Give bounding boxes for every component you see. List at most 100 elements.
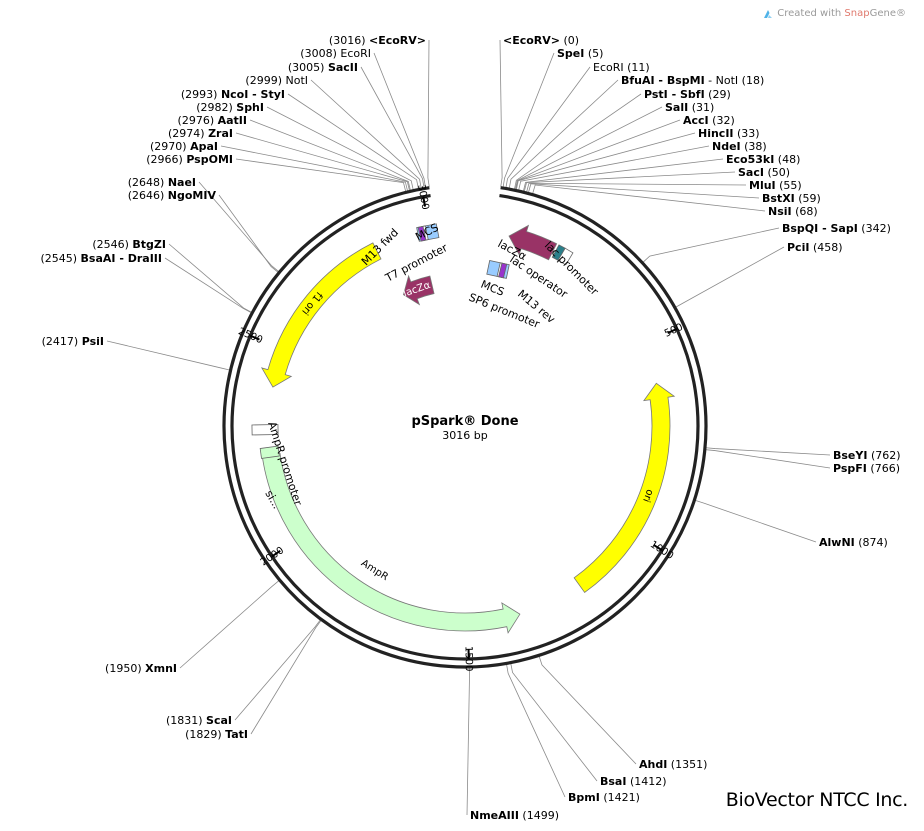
tick-label: 2000 (259, 545, 286, 568)
site-leader-line (287, 93, 419, 189)
site-position: (50) (764, 166, 790, 179)
site-position: (18) (738, 74, 764, 87)
restriction-site-label: (2546) BtgZI (92, 238, 166, 251)
site-leader-line (250, 620, 322, 735)
restriction-site-label: AlwNI (874) (819, 536, 888, 549)
snapgene-logo-icon (764, 9, 773, 18)
site-position: (2970) (150, 140, 190, 153)
backbone-outer-strand (222, 186, 708, 669)
site-leader-line (360, 66, 425, 188)
site-leader-line (705, 447, 831, 456)
restriction-site-label: NmeAIII (1499) (470, 809, 559, 822)
site-leader-line (508, 79, 619, 189)
site-leader-line (427, 39, 430, 187)
backbone-inner-strand (230, 193, 700, 661)
restriction-site-label: (2966) PspOMI (146, 153, 233, 166)
restriction-site-label: BfuAI - BspMI - NotI (18) (621, 74, 764, 87)
site-enzyme: BstXI (762, 192, 795, 205)
site-enzyme: ApaI (190, 140, 218, 153)
site-enzyme: ScaI (206, 714, 232, 727)
site-leader-line (310, 79, 422, 189)
site-position: (2546) (92, 238, 132, 251)
site-position: (1829) (185, 728, 225, 741)
site-leader-line (168, 243, 252, 313)
site-enzyme: BseYI (833, 449, 867, 462)
site-position: (2974) (168, 127, 208, 140)
restriction-site-label: (2970) ApaI (150, 140, 218, 153)
feature-ampr-label: AmpR (359, 558, 390, 583)
site-position: (0) (560, 34, 579, 47)
plasmid-name: pSpark® Done (411, 414, 518, 429)
site-position: (874) (855, 536, 888, 549)
site-leader-line (528, 183, 760, 199)
site-enzyme: BfuAI - BspMI (621, 74, 705, 87)
site-leader-line (198, 181, 279, 272)
site-leader-line (695, 499, 817, 543)
site-leader-line (466, 667, 470, 816)
tick-label: 3000 (415, 184, 430, 211)
site-enzyme: AhdI (639, 758, 667, 771)
site-leader-line (515, 132, 696, 190)
site-position: (55) (776, 179, 802, 192)
snapgene-watermark: Created with SnapGene® (763, 8, 906, 19)
site-position: (2417) (42, 335, 82, 348)
site-leader-line (502, 52, 555, 188)
site-enzyme: NsiI (768, 205, 792, 218)
site-position: (1950) (105, 662, 145, 675)
m13-rev-box (498, 262, 508, 279)
site-enzyme: MluI (749, 179, 776, 192)
restriction-site-label: SpeI (5) (557, 47, 603, 60)
site-leader-line (538, 656, 637, 765)
site-leader-line (179, 580, 280, 669)
site-position: (2646) (128, 189, 168, 202)
restriction-site-label: (2545) BsaAI - DraIII (40, 252, 162, 265)
site-leader-line (514, 93, 642, 190)
site-position: (2982) (196, 101, 236, 114)
site-enzyme: EcoRI (593, 61, 624, 74)
site-position: (1499) (519, 809, 559, 822)
restriction-site-label: (3016) <EcoRV> (329, 34, 426, 47)
restriction-site-label: NsiI (68) (768, 205, 818, 218)
restriction-site-label: SalI (31) (665, 101, 714, 114)
site-position: (2648) (128, 176, 168, 189)
restriction-site-label: (2999) NotI (245, 74, 308, 87)
tick-mark (422, 196, 427, 207)
site-position: (2966) (146, 153, 186, 166)
site-enzyme: EcoRI (340, 47, 371, 60)
restriction-site-label: (2648) NaeI (128, 176, 196, 189)
site-leader-line (106, 340, 230, 371)
restriction-site-label: <EcoRV> (0) (503, 34, 579, 47)
site-leader-line (373, 52, 426, 188)
site-leader-line (220, 145, 408, 192)
site-leaders (106, 39, 831, 816)
site-position: (29) (705, 88, 731, 101)
site-leader-line (532, 184, 766, 212)
restriction-site-label: (2993) NcoI - StyI (181, 88, 285, 101)
site-enzyme: NmeAIII (470, 809, 519, 822)
restriction-site-label: (3008) EcoRI (300, 47, 371, 60)
tick-label: 2500 (236, 326, 264, 346)
site-position: (31) (688, 101, 714, 114)
restriction-site-label: (1829) TatI (185, 728, 248, 741)
site-position: (1831) (166, 714, 206, 727)
site-enzyme: BsaI (600, 775, 626, 788)
site-position: (1412) (626, 775, 666, 788)
tick-mark (653, 544, 663, 552)
signal-sequence-box (259, 445, 280, 459)
site-enzyme: SacII (328, 61, 358, 74)
site-enzyme: SpeI (557, 47, 584, 60)
restriction-site-label: (2976) AatII (178, 114, 247, 127)
restriction-site-label: PspFI (766) (833, 462, 900, 475)
restriction-site-label: (2646) NgoMIV (128, 189, 217, 202)
site-enzyme: NgoMIV (168, 189, 217, 202)
restriction-site-label: (3005) SacII (288, 61, 358, 74)
site-position: (342) (858, 222, 891, 235)
site-position: (1421) (600, 791, 640, 804)
site-enzyme: NaeI (168, 176, 196, 189)
restriction-site-label: BstXI (59) (762, 192, 821, 205)
site-enzyme: PciI (787, 241, 809, 254)
restriction-site-label: BspQI - SapI (342) (782, 222, 891, 235)
restriction-site-label: (2982) SphI (196, 101, 264, 114)
